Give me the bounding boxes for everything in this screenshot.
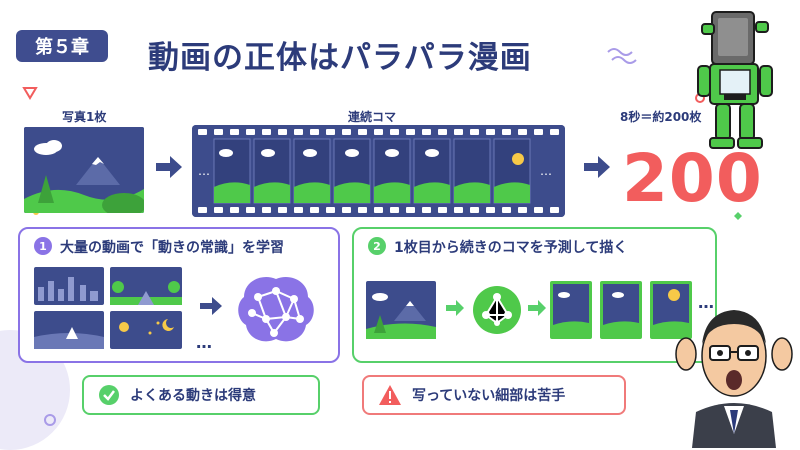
strength-text: よくある動きは得意	[130, 388, 256, 404]
step1-title: 大量の動画で「動きの常識」を学習	[60, 240, 284, 256]
frames-ellipsis: …	[698, 293, 715, 312]
step2-number-badge: 2	[368, 237, 386, 255]
warning-triangle-icon	[379, 385, 401, 405]
step2-panel: 2 1枚目から続きのコマを予測して描く …	[352, 227, 717, 363]
weakness-callout: 写っていない細部は苦手	[362, 375, 626, 415]
predicted-frames	[550, 281, 692, 339]
page-title: 動画の正体はパラパラ漫画	[148, 40, 532, 76]
thumbnails-ellipsis: …	[196, 333, 213, 352]
arrow-right-icon	[584, 156, 610, 178]
arrow-right-icon	[446, 300, 464, 316]
frame-count-number: 200	[622, 140, 763, 217]
step2-title: 1枚目から続きのコマを予測して描く	[394, 240, 628, 256]
svg-text:…: …	[540, 164, 552, 178]
arrow-right-icon	[200, 297, 222, 315]
step1-number-badge: 1	[34, 237, 52, 255]
strength-callout: よくある動きは得意	[82, 375, 320, 415]
surprised-man-illustration	[675, 310, 793, 448]
first-frame-image	[366, 281, 436, 339]
photo-label: 写真1枚	[62, 110, 107, 124]
film-strip: … …	[192, 125, 565, 217]
film-label: 連続コマ	[348, 110, 397, 124]
video-thumbnails	[34, 267, 182, 349]
brain-network-icon	[238, 277, 314, 342]
weakness-text: 写っていない細部は苦手	[412, 388, 566, 404]
chapter-badge: 第５章	[16, 30, 108, 62]
arrow-right-icon	[528, 300, 546, 316]
ai-network-icon	[473, 286, 521, 334]
robot-illustration	[697, 11, 773, 149]
check-circle-icon	[99, 385, 119, 405]
arrow-right-icon	[156, 156, 182, 178]
svg-text:…: …	[198, 164, 210, 178]
single-photo-image	[24, 127, 144, 213]
count-label: 8秒＝約200枚	[620, 110, 702, 124]
step1-panel: 1 大量の動画で「動きの常識」を学習 …	[18, 227, 340, 363]
